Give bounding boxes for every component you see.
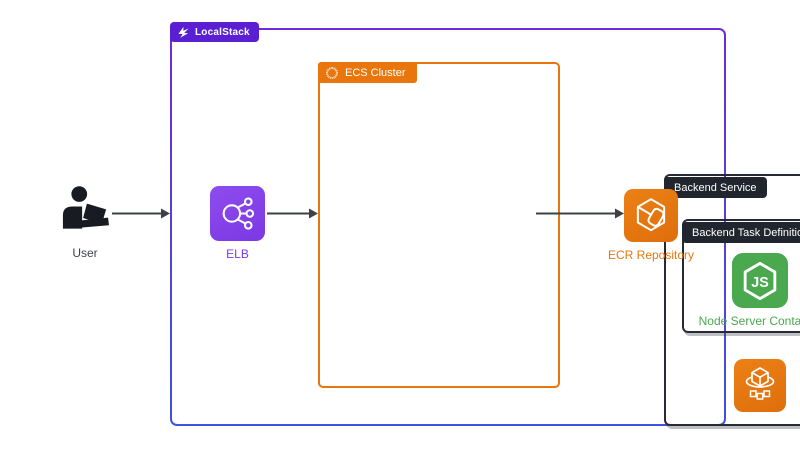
node-server-label: Node Server Container [698,314,800,328]
localstack-logo-icon [178,26,189,38]
task-definition-container: Backend Task Definition JS Node Server C… [682,219,800,333]
nodejs-icon: JS [732,253,788,308]
ecr-node: ECR Repository [596,189,706,262]
ecs-cluster-label: ECS Cluster [345,66,406,79]
person-at-laptop-icon [62,186,109,229]
elb-node: ELB [210,186,265,261]
localstack-badge: LocalStack [170,22,259,42]
arrow-service-to-ecr [536,208,624,219]
task-definition-badge: Backend Task Definition [682,222,800,243]
backend-service-label: Backend Service [674,181,757,194]
ecs-cluster-container: ECS Cluster Backend Service Backend Task… [318,62,800,426]
backend-service-container: Backend Service Backend Task Definition … [664,174,800,426]
ecr-repository-icon [624,189,678,242]
arrow-elb-to-cluster [267,208,318,219]
task-definition-label: Backend Task Definition [692,226,800,239]
localstack-label: LocalStack [195,26,250,38]
user-label: User [72,246,98,260]
ecr-repository-label: ECR Repository [607,248,695,262]
ecs-service-icon [734,359,786,412]
ecs-cluster-badge: ECS Cluster [318,62,417,83]
ecs-cluster-icon [326,66,338,79]
backend-service-badge: Backend Service [664,177,767,198]
elastic-load-balancer-icon [210,186,265,241]
user-node: User [57,185,113,260]
svg-text:JS: JS [751,275,769,291]
elb-label: ELB [226,247,249,261]
arrow-user-to-elb [112,208,170,219]
